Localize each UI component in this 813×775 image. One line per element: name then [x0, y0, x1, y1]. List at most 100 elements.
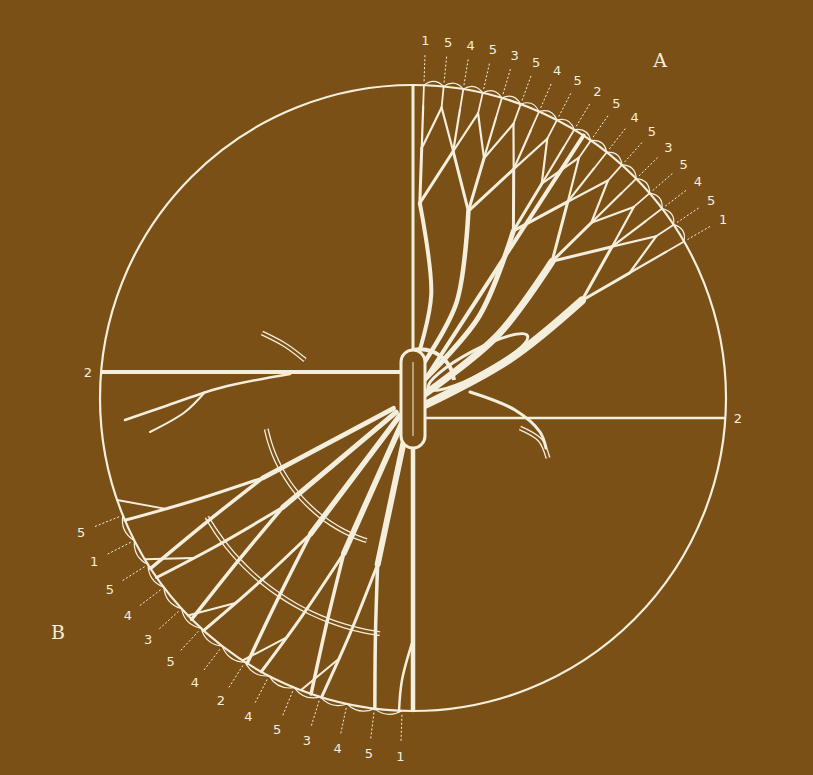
callout-number: 4 — [466, 38, 474, 51]
blood-vessel — [594, 152, 607, 168]
leader-line — [121, 567, 145, 582]
callout-number: 4 — [630, 110, 638, 123]
blood-vessel — [582, 273, 630, 301]
blood-vessel — [399, 640, 413, 711]
callout-number: 1 — [90, 554, 98, 567]
blood-vessel — [514, 131, 531, 169]
callout-number: 3 — [303, 733, 311, 746]
callout-number: 3 — [144, 632, 152, 645]
leader-line — [559, 92, 572, 117]
blood-vessel — [422, 106, 423, 148]
leader-line — [138, 590, 160, 607]
blood-vessel — [247, 534, 311, 664]
leader-line — [464, 57, 469, 85]
blood-vessel — [261, 553, 344, 671]
callout-number: 4 — [191, 675, 199, 688]
callout-number: 3 — [511, 48, 519, 61]
blood-vessel — [666, 242, 684, 253]
callout-number: 5 — [532, 55, 540, 68]
blood-vessel — [484, 124, 513, 158]
leader-line — [282, 691, 293, 717]
vein-outline — [262, 333, 305, 360]
leader-line — [179, 631, 198, 652]
leader-line — [158, 611, 179, 630]
blood-vessel — [426, 417, 724, 420]
quadrant-letter: B — [51, 623, 65, 642]
optic-disc — [401, 350, 425, 448]
blood-vessel — [656, 225, 673, 237]
blood-vessel — [321, 564, 377, 697]
blood-vessel — [453, 113, 478, 151]
blood-vessel — [470, 392, 546, 448]
leader-line — [484, 62, 490, 89]
blood-vessel — [478, 93, 483, 113]
callout-number: 4 — [333, 741, 341, 754]
callout-number: 5 — [680, 157, 688, 170]
leader-line — [424, 53, 426, 81]
blood-vessel — [542, 148, 564, 184]
blood-vessel — [420, 151, 453, 203]
callout-number: 5 — [489, 43, 497, 56]
callout-number: 4 — [553, 64, 561, 77]
callout-number: 1 — [396, 749, 404, 762]
leader-line — [106, 542, 131, 555]
vein-outline — [262, 333, 305, 360]
blood-vessel — [420, 148, 422, 203]
callout-number: 4 — [244, 709, 252, 722]
blood-vessel — [344, 418, 404, 553]
blood-vessel — [412, 86, 415, 352]
blood-vessel — [552, 247, 612, 262]
leader-line — [639, 156, 659, 176]
blood-vessel — [375, 564, 378, 708]
callout-number: 5 — [166, 655, 174, 668]
blood-vessel — [563, 130, 574, 148]
blood-vessel — [621, 179, 636, 194]
leader-line — [576, 102, 590, 126]
blood-vessel — [460, 89, 463, 110]
leader-line — [593, 114, 609, 137]
callout-number: 4 — [124, 608, 132, 621]
blood-vessel — [311, 553, 344, 694]
blood-vessel — [117, 500, 164, 509]
leader-line — [228, 665, 243, 689]
blood-vessel — [442, 87, 444, 108]
blood-vessel — [442, 107, 454, 151]
callout-number: 5 — [106, 582, 114, 595]
retina-outline — [100, 85, 726, 711]
blood-vessel — [425, 301, 582, 406]
blood-vessel — [513, 104, 520, 124]
callout-number: 2 — [593, 85, 601, 98]
blood-vessel — [630, 252, 666, 273]
callout-number: 5 — [612, 97, 620, 110]
leader-line — [677, 207, 700, 223]
leader-line — [93, 517, 119, 527]
callout-number: 5 — [77, 526, 85, 539]
leader-line — [609, 127, 626, 149]
leader-line — [340, 708, 346, 735]
blood-vessel — [157, 507, 283, 577]
leader-line — [203, 649, 220, 671]
leader-line — [688, 226, 712, 240]
blood-vessel — [422, 107, 442, 148]
callout-number: 5 — [707, 193, 715, 206]
blood-vessel — [301, 659, 338, 690]
disc-line — [413, 362, 414, 436]
blood-vessel — [568, 169, 594, 202]
blood-vessel — [612, 207, 634, 247]
callout-number: 1 — [421, 34, 429, 47]
blood-vessel — [591, 193, 621, 222]
callout-number: 5 — [444, 35, 452, 48]
blood-vessel — [645, 209, 662, 222]
blood-vessel — [513, 202, 567, 231]
blood-vessel — [263, 408, 394, 477]
blood-vessel — [630, 236, 657, 273]
leader-line — [541, 82, 552, 108]
blood-vessel — [150, 392, 205, 432]
blood-vessel — [102, 370, 401, 374]
blood-vessel — [496, 98, 502, 118]
leader-line — [503, 67, 511, 94]
callout-number: 2 — [84, 366, 92, 379]
